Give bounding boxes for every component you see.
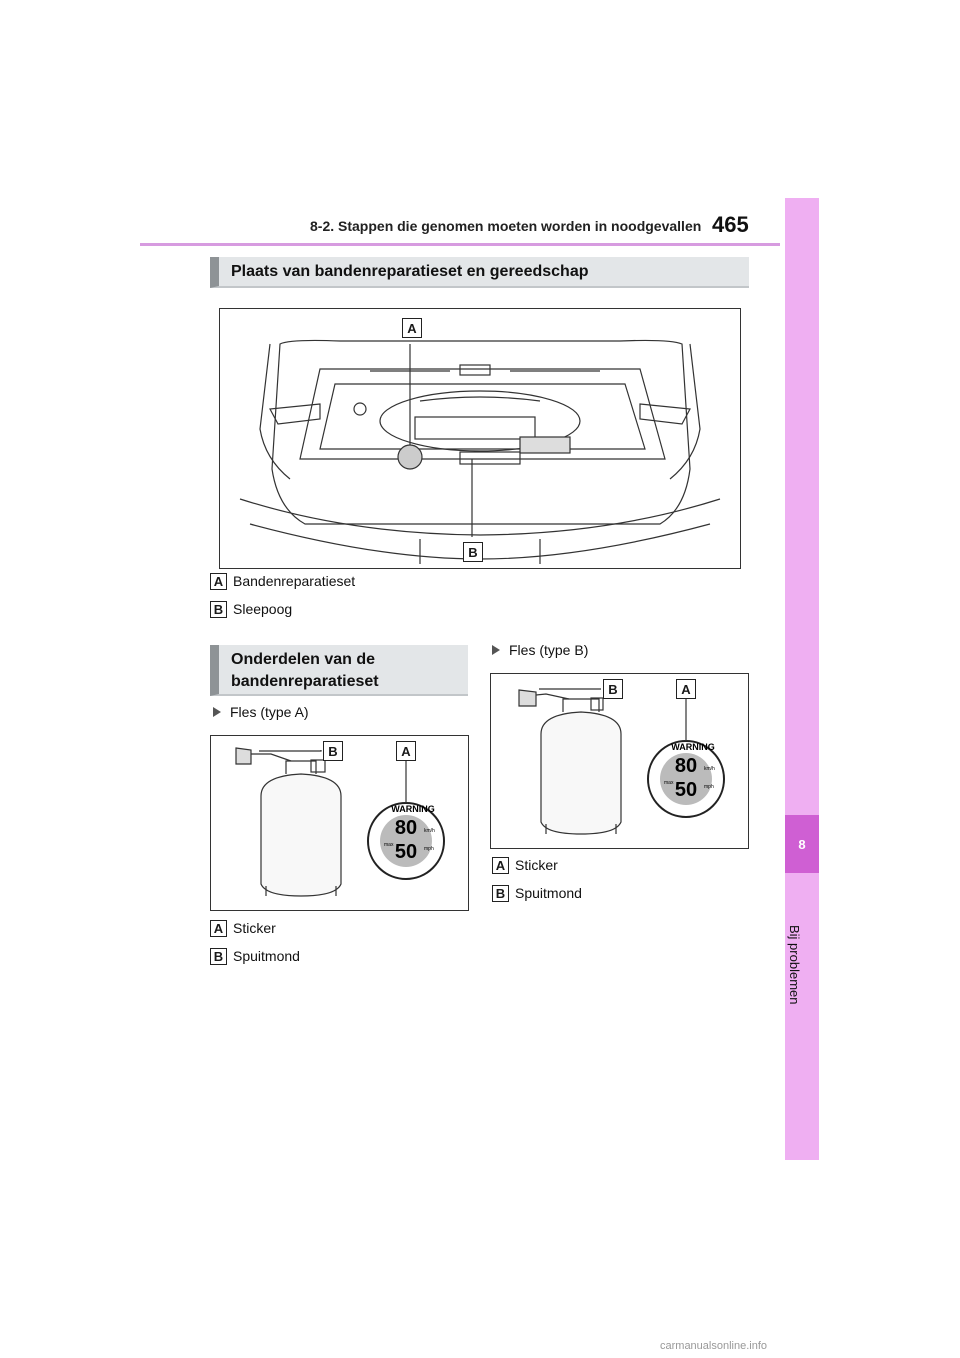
svg-text:80: 80 [395, 817, 417, 839]
bottle-a-figure: 80 50 WARNING max km/h mph B A [210, 735, 469, 911]
chapter-side-tab[interactable] [785, 198, 819, 1160]
section-heading-text: Plaats van bandenreparatieset en gereeds… [231, 263, 589, 280]
svg-text:km/h: km/h [704, 766, 715, 772]
page-number: 465 [712, 212, 749, 237]
bottle-b-legend-key-b: B [492, 885, 509, 902]
bullet-triangle-icon [492, 645, 500, 655]
bottle-a-illustration: 80 50 WARNING max km/h mph [235, 747, 445, 897]
bottle-b-legend-sticker: Sticker [515, 857, 558, 873]
bottle-b-label-b: B [603, 679, 623, 699]
chapter-number[interactable]: 8 [785, 815, 819, 873]
svg-text:WARNING: WARNING [391, 804, 435, 814]
bullet-triangle-icon [213, 707, 221, 717]
section-heading-line1: Onderdelen van de [231, 651, 376, 668]
bullet-bottle-type-b: Fles (type B) [492, 642, 588, 658]
svg-text:80: 80 [675, 755, 697, 777]
bottle-b-legend-nozzle: Spuitmond [515, 885, 582, 901]
trunk-figure: A B [219, 308, 741, 569]
legend-key-b: B [210, 601, 227, 618]
svg-text:km/h: km/h [424, 828, 435, 834]
svg-text:mph: mph [424, 846, 434, 852]
bottle-b-illustration: 80 50 WARNING max km/h mph [518, 688, 725, 835]
svg-text:50: 50 [675, 779, 697, 801]
bottle-a-label-b: B [323, 741, 343, 761]
bottle-a-legend-nozzle: Spuitmond [233, 948, 300, 964]
header-rule [140, 243, 780, 246]
bottle-b-legend-key-a: A [492, 857, 509, 874]
bottle-a-legend-sticker: Sticker [233, 920, 276, 936]
bottle-a-label-a: A [396, 741, 416, 761]
legend-text-repair-kit: Bandenreparatieset [233, 573, 356, 589]
bottle-a-legend-key-b: B [210, 948, 227, 965]
warning-sticker-b: 80 50 WARNING max km/h mph [647, 740, 725, 818]
svg-text:50: 50 [395, 841, 417, 863]
section-heading-location: Plaats van bandenreparatieset en gereeds… [210, 257, 749, 288]
section-title: 8-2. Stappen die genomen moeten worden i… [310, 218, 702, 234]
figure-label-b: B [463, 542, 483, 562]
trunk-illustration [239, 339, 721, 564]
bottle-a-legend-key-a: A [210, 920, 227, 937]
watermark: carmanualsonline.info [660, 1340, 768, 1352]
svg-text:max: max [384, 842, 394, 848]
svg-text:WARNING: WARNING [671, 742, 715, 752]
svg-text:max: max [664, 780, 674, 786]
section-heading-parts: Onderdelen van de bandenreparatieset [210, 645, 468, 696]
legend-text-tow-eye: Sleepoog [233, 601, 293, 617]
legend-key-a: A [210, 573, 227, 590]
chapter-label: Bij problemen [787, 925, 802, 1005]
bottle-b-label-a: A [676, 679, 696, 699]
bullet-bottle-type-a: Fles (type A) [213, 704, 309, 720]
svg-text:mph: mph [704, 784, 714, 790]
section-heading-line2: bandenreparatieset [231, 673, 379, 690]
figure-label-a: A [402, 318, 422, 338]
bottle-b-figure: 80 50 WARNING max km/h mph B A [490, 673, 749, 849]
warning-sticker-a: 80 50 WARNING max km/h mph [367, 802, 445, 880]
